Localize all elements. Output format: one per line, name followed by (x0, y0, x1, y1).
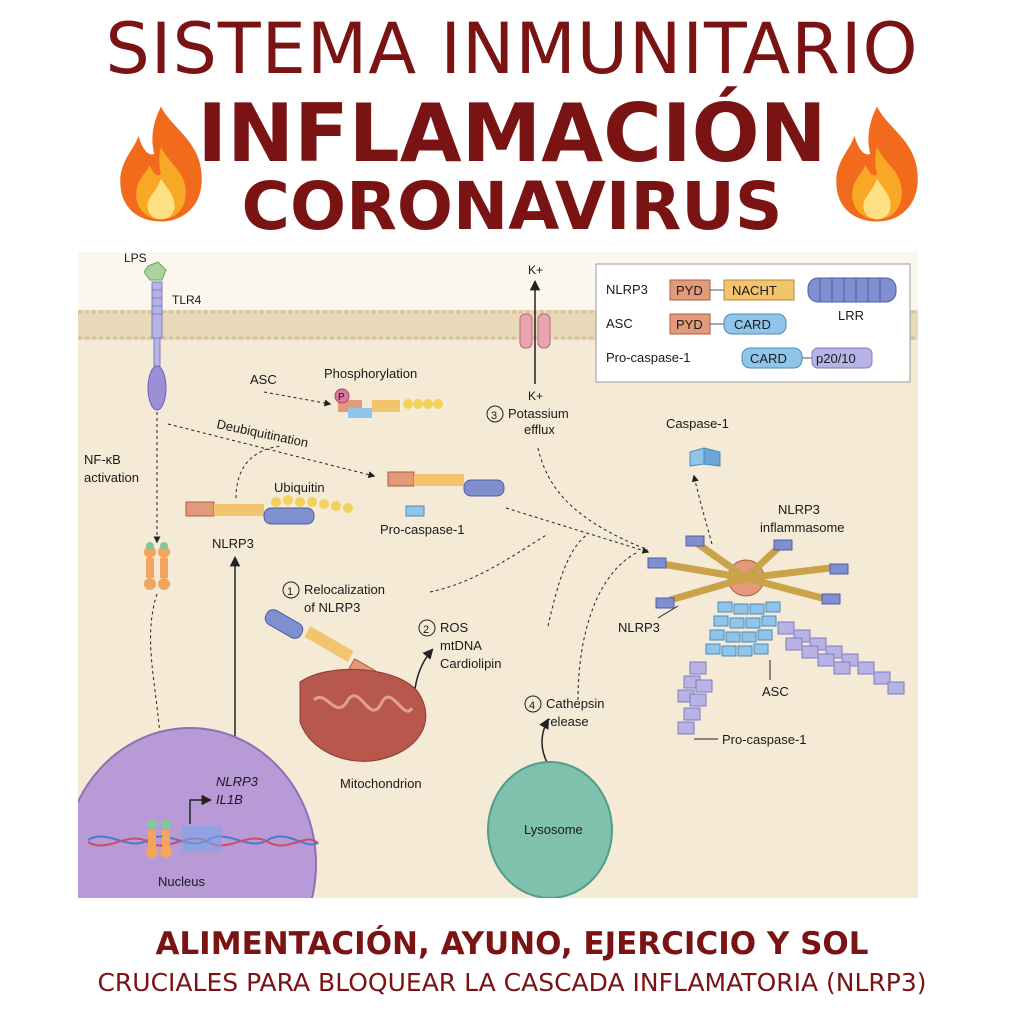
procaspase-label-upper: Pro-caspase-1 (380, 522, 465, 537)
fire-icon (836, 106, 918, 222)
legend-asc-label: ASC (606, 316, 633, 331)
svg-text:CARD: CARD (750, 351, 787, 366)
relocalization-label: Relocalization (304, 582, 385, 597)
title-line-3: CORONAVIRUS (241, 168, 783, 245)
svg-text:efflux: efflux (524, 422, 555, 437)
gene-il1b-label: IL1B (216, 792, 243, 807)
svg-text:inflammasome: inflammasome (760, 520, 845, 535)
lps-label: LPS (124, 252, 147, 265)
gene-nlrp3-label: NLRP3 (216, 774, 259, 789)
nfkb-bound-dna (146, 819, 172, 858)
asc-phosphorylated: P (334, 388, 443, 418)
cathepsin-label: Cathepsin (546, 696, 605, 711)
mitochondrion (299, 668, 427, 762)
svg-text:of NLRP3: of NLRP3 (304, 600, 360, 615)
svg-text:3: 3 (491, 410, 497, 422)
footer-headline: ALIMENTACIÓN, AYUNO, EJERCICIO Y SOL (155, 926, 869, 962)
ros-label: ROS (440, 620, 469, 635)
lysosome-label: Lysosome (524, 822, 583, 837)
svg-text:LRR: LRR (838, 308, 864, 323)
svg-text:mtDNA: mtDNA (440, 638, 482, 653)
ubiquitin-label: Ubiquitin (274, 480, 325, 495)
potassium-efflux-label: Potassium (508, 406, 569, 421)
legend-procaspase-label: Pro-caspase-1 (606, 350, 691, 365)
step-2-marker (418, 619, 436, 637)
tlr4-receptor (143, 261, 167, 411)
svg-text:P: P (338, 392, 345, 403)
mitochondrion-label: Mitochondrion (340, 776, 422, 791)
asc-label-lower: ASC (762, 684, 789, 699)
nlrp3-inflammasome (647, 535, 905, 735)
potassium-channel (519, 279, 551, 384)
svg-text:2: 2 (423, 624, 429, 636)
nucleus-label: Nucleus (158, 874, 205, 889)
asc-label: ASC (250, 372, 277, 387)
tlr4-label: TLR4 (172, 293, 202, 307)
fire-icon (120, 106, 202, 222)
caspase-1-dimer (689, 447, 721, 467)
step-1-marker (282, 581, 300, 599)
dna-helix (87, 826, 319, 852)
step-4-marker (524, 695, 542, 713)
nfkb-label: NF-κB (84, 452, 121, 467)
svg-text:CARD: CARD (734, 317, 771, 332)
footer-subline: CRUCIALES PARA BLOQUEAR LA CASCADA INFLA… (97, 968, 927, 997)
nlrp3-pathway-diagram: LPS TLR4 K+ K+ NLRP3 PYD NACHT LRR ASC P… (78, 252, 918, 898)
svg-text:activation: activation (84, 470, 139, 485)
nlrp3-label-lower: NLRP3 (618, 620, 660, 635)
title-line-1: SISTEMA INMUNITARIO (105, 8, 919, 90)
svg-text:p20/10: p20/10 (816, 351, 856, 366)
lysosome (487, 761, 613, 898)
nucleus (78, 727, 317, 898)
svg-text:1: 1 (287, 586, 293, 598)
domain-legend: NLRP3 PYD NACHT LRR ASC PYD CARD Pro-cas… (595, 263, 911, 383)
caspase-1-label: Caspase-1 (666, 416, 729, 431)
inflammasome-label: NLRP3 (778, 502, 820, 517)
nlrp3-label-upper: NLRP3 (212, 536, 254, 551)
svg-text:4: 4 (529, 700, 535, 712)
title-line-2: INFLAMACIÓN (197, 87, 827, 180)
nlrp3-ubiquitinated (185, 495, 353, 525)
nlrp3-procaspase-complex (387, 471, 505, 517)
potassium-in-label: K+ (528, 389, 543, 403)
nfkb-complex (144, 542, 170, 590)
svg-text:Cardiolipin: Cardiolipin (440, 656, 501, 671)
svg-text:NACHT: NACHT (732, 283, 777, 298)
svg-text:release: release (546, 714, 589, 729)
svg-text:PYD: PYD (676, 283, 703, 298)
step-3-marker (486, 405, 504, 423)
potassium-out-label: K+ (528, 263, 543, 277)
svg-text:PYD: PYD (676, 317, 703, 332)
procaspase-label-lower: Pro-caspase-1 (722, 732, 807, 747)
legend-nlrp3-label: NLRP3 (606, 282, 648, 297)
phosphorylation-label: Phosphorylation (324, 366, 417, 381)
